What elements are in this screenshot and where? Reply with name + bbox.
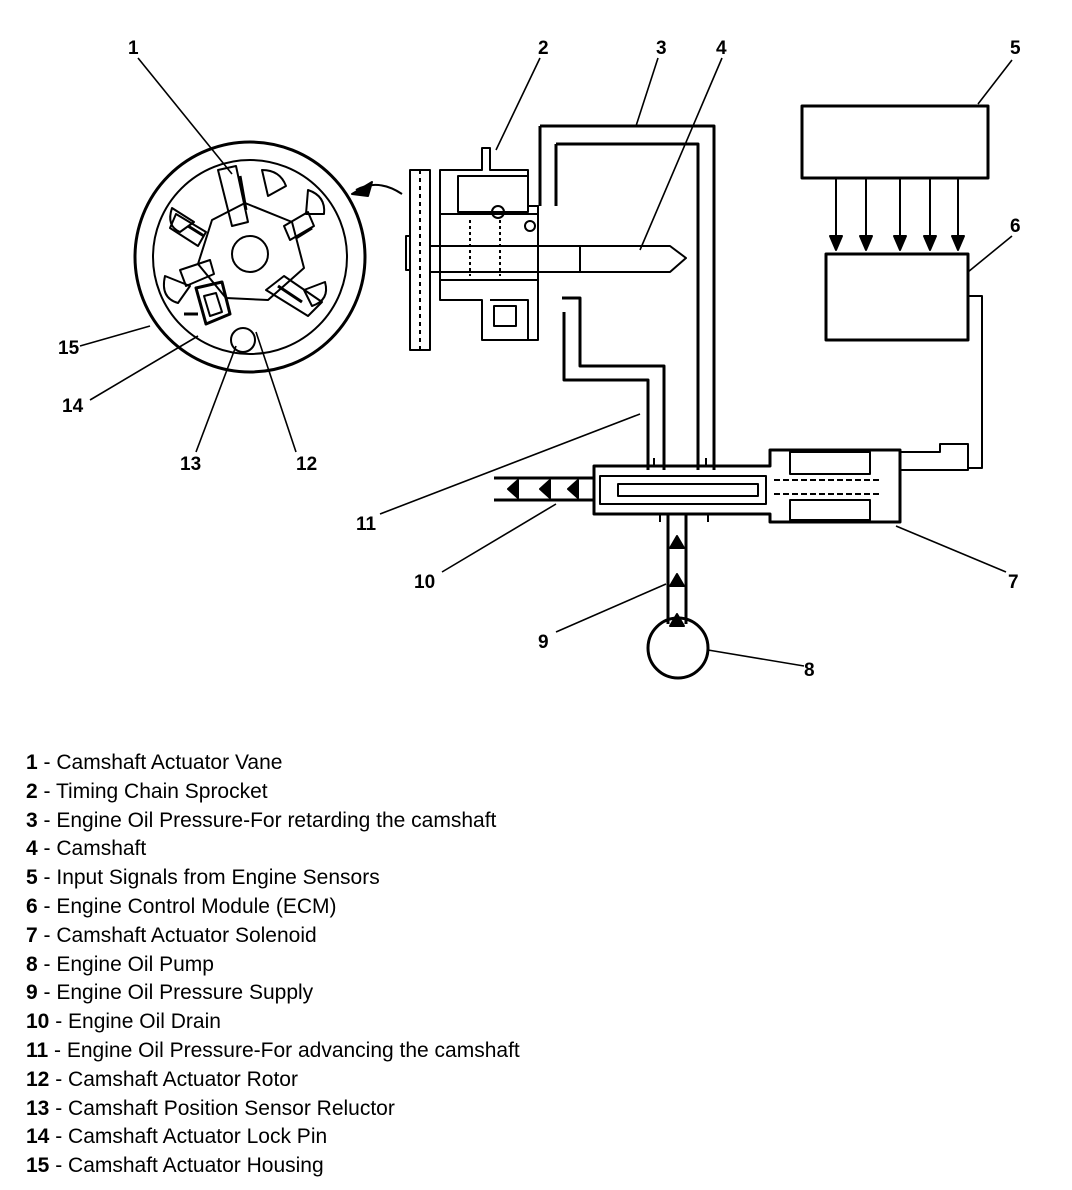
callout-2: 2 [538,38,549,59]
legend-number: 11 [26,1038,49,1062]
camshaft-actuator-solenoid [592,443,969,524]
input-signals-box [800,104,990,180]
legend-text: Engine Oil Pressure-For advancing the ca… [66,1038,520,1062]
callout-5: 5 [1010,38,1021,59]
legend-number: 10 [26,1010,50,1034]
legend-text: Camshaft Position Sensor Reluctor [68,1096,395,1120]
oil-drain-line [494,476,594,502]
legend-separator: - [37,808,57,832]
legend-number: 2 [26,779,38,803]
legend-text: Camshaft Actuator Rotor [68,1067,298,1091]
legend-separator: - [37,866,57,890]
callout-3: 3 [656,38,667,59]
legend-item: 3 - Engine Oil Pressure-For retarding th… [26,807,520,836]
oil-pressure-advance-passage [562,296,666,470]
legend-text: Engine Oil Drain [68,1010,221,1034]
legend-separator: - [49,1010,69,1034]
legend-text: Camshaft Actuator Vane [56,751,283,774]
legend-separator: - [37,923,57,947]
legend-item: 7 - Camshaft Actuator Solenoid [26,922,520,951]
legend-number: 1 [26,751,38,774]
actuator-body [439,147,539,341]
legend-separator: - [37,952,57,976]
legend-item: 14 - Camshaft Actuator Lock Pin [26,1123,520,1152]
legend-separator: - [49,1096,69,1120]
callout-14: 14 [62,396,84,417]
engine-control-module [824,252,983,469]
callout-6: 6 [1010,216,1021,237]
oil-pressure-retard-passage [538,124,716,470]
legend-text: Camshaft [56,837,147,861]
legend-item: 2 - Timing Chain Sprocket [26,778,520,807]
legend-text: Camshaft Actuator Housing [68,1154,324,1178]
legend-number: 14 [26,1125,50,1149]
legend-item: 11 - Engine Oil Pressure-For advancing t… [26,1037,520,1066]
legend-number: 9 [26,981,38,1005]
legend-item: 1 - Camshaft Actuator Vane [26,749,520,778]
legend-item: 4 - Camshaft [26,835,520,864]
leader-lines [79,57,1013,667]
callout-7: 7 [1008,572,1019,593]
legend-item: 15 - Camshaft Actuator Housing [26,1152,520,1181]
legend-item: 10 - Engine Oil Drain [26,1008,520,1037]
signal-arrows [829,178,965,251]
legend-separator: - [49,1067,69,1091]
callout-labels: 1 2 3 4 5 6 7 8 9 10 11 12 13 14 15 [58,38,1021,681]
camshaft-actuator-vane [217,165,249,227]
callout-8: 8 [804,660,815,681]
legend-separator: - [49,1125,69,1149]
legend-separator: - [37,894,57,918]
legend-separator: - [37,837,57,861]
legend-text: Engine Oil Pump [56,952,214,976]
callout-4: 4 [716,38,727,59]
legend-number: 3 [26,808,38,832]
legend-separator: - [37,779,56,803]
callout-9: 9 [538,632,549,653]
callout-12: 12 [296,454,317,475]
legend-text: Engine Control Module (ECM) [56,894,337,918]
callout-13: 13 [180,454,201,475]
legend-text: Engine Oil Pressure Supply [56,981,314,1005]
camshaft-actuator-lock-pin [184,280,232,326]
legend-text: Input Signals from Engine Sensors [56,866,380,890]
timing-chain-sprocket [405,169,431,351]
legend-item: 13 - Camshaft Position Sensor Reluctor [26,1095,520,1124]
legend-item: 12 - Camshaft Actuator Rotor [26,1066,520,1095]
callout-10: 10 [414,572,435,593]
callout-11: 11 [356,514,377,535]
legend-number: 13 [26,1096,50,1120]
legend-number: 4 [26,837,38,861]
legend-number: 5 [26,866,38,890]
legend-separator: - [49,1154,69,1178]
oil-supply-line [666,514,688,627]
legend-text: Camshaft Actuator Solenoid [56,923,317,947]
camshaft-actuator-housing [133,140,367,374]
legend-number: 6 [26,894,38,918]
callout-15: 15 [58,338,80,359]
legend-number: 8 [26,952,38,976]
camshaft-actuator-diagram: 1 2 3 4 5 6 7 8 9 10 11 12 13 14 15 [58,38,1021,681]
legend-item: 8 - Engine Oil Pump [26,951,520,980]
camshaft-position-sensor-reluctor [230,327,256,353]
camshaft [429,245,687,273]
legend-separator: - [48,1038,67,1062]
view-arrow-icon [351,181,403,197]
engine-oil-pump [646,616,710,680]
callout-1: 1 [128,38,139,59]
legend-separator: - [37,981,57,1005]
legend-text: Engine Oil Pressure-For retarding the ca… [56,808,497,832]
legend-item: 5 - Input Signals from Engine Sensors [26,864,520,893]
legend-item: 9 - Engine Oil Pressure Supply [26,979,520,1008]
legend-list: 1 - Camshaft Actuator Vane 2 - Timing Ch… [26,749,520,1181]
camshaft-actuator-rotor [169,165,323,317]
legend-item: 6 - Engine Control Module (ECM) [26,893,520,922]
legend-number: 7 [26,923,38,947]
legend-number: 15 [26,1154,50,1178]
legend-text: Timing Chain Sprocket [55,779,268,803]
legend-text: Camshaft Actuator Lock Pin [68,1125,328,1149]
legend-number: 12 [26,1067,50,1091]
legend-separator: - [37,751,57,774]
